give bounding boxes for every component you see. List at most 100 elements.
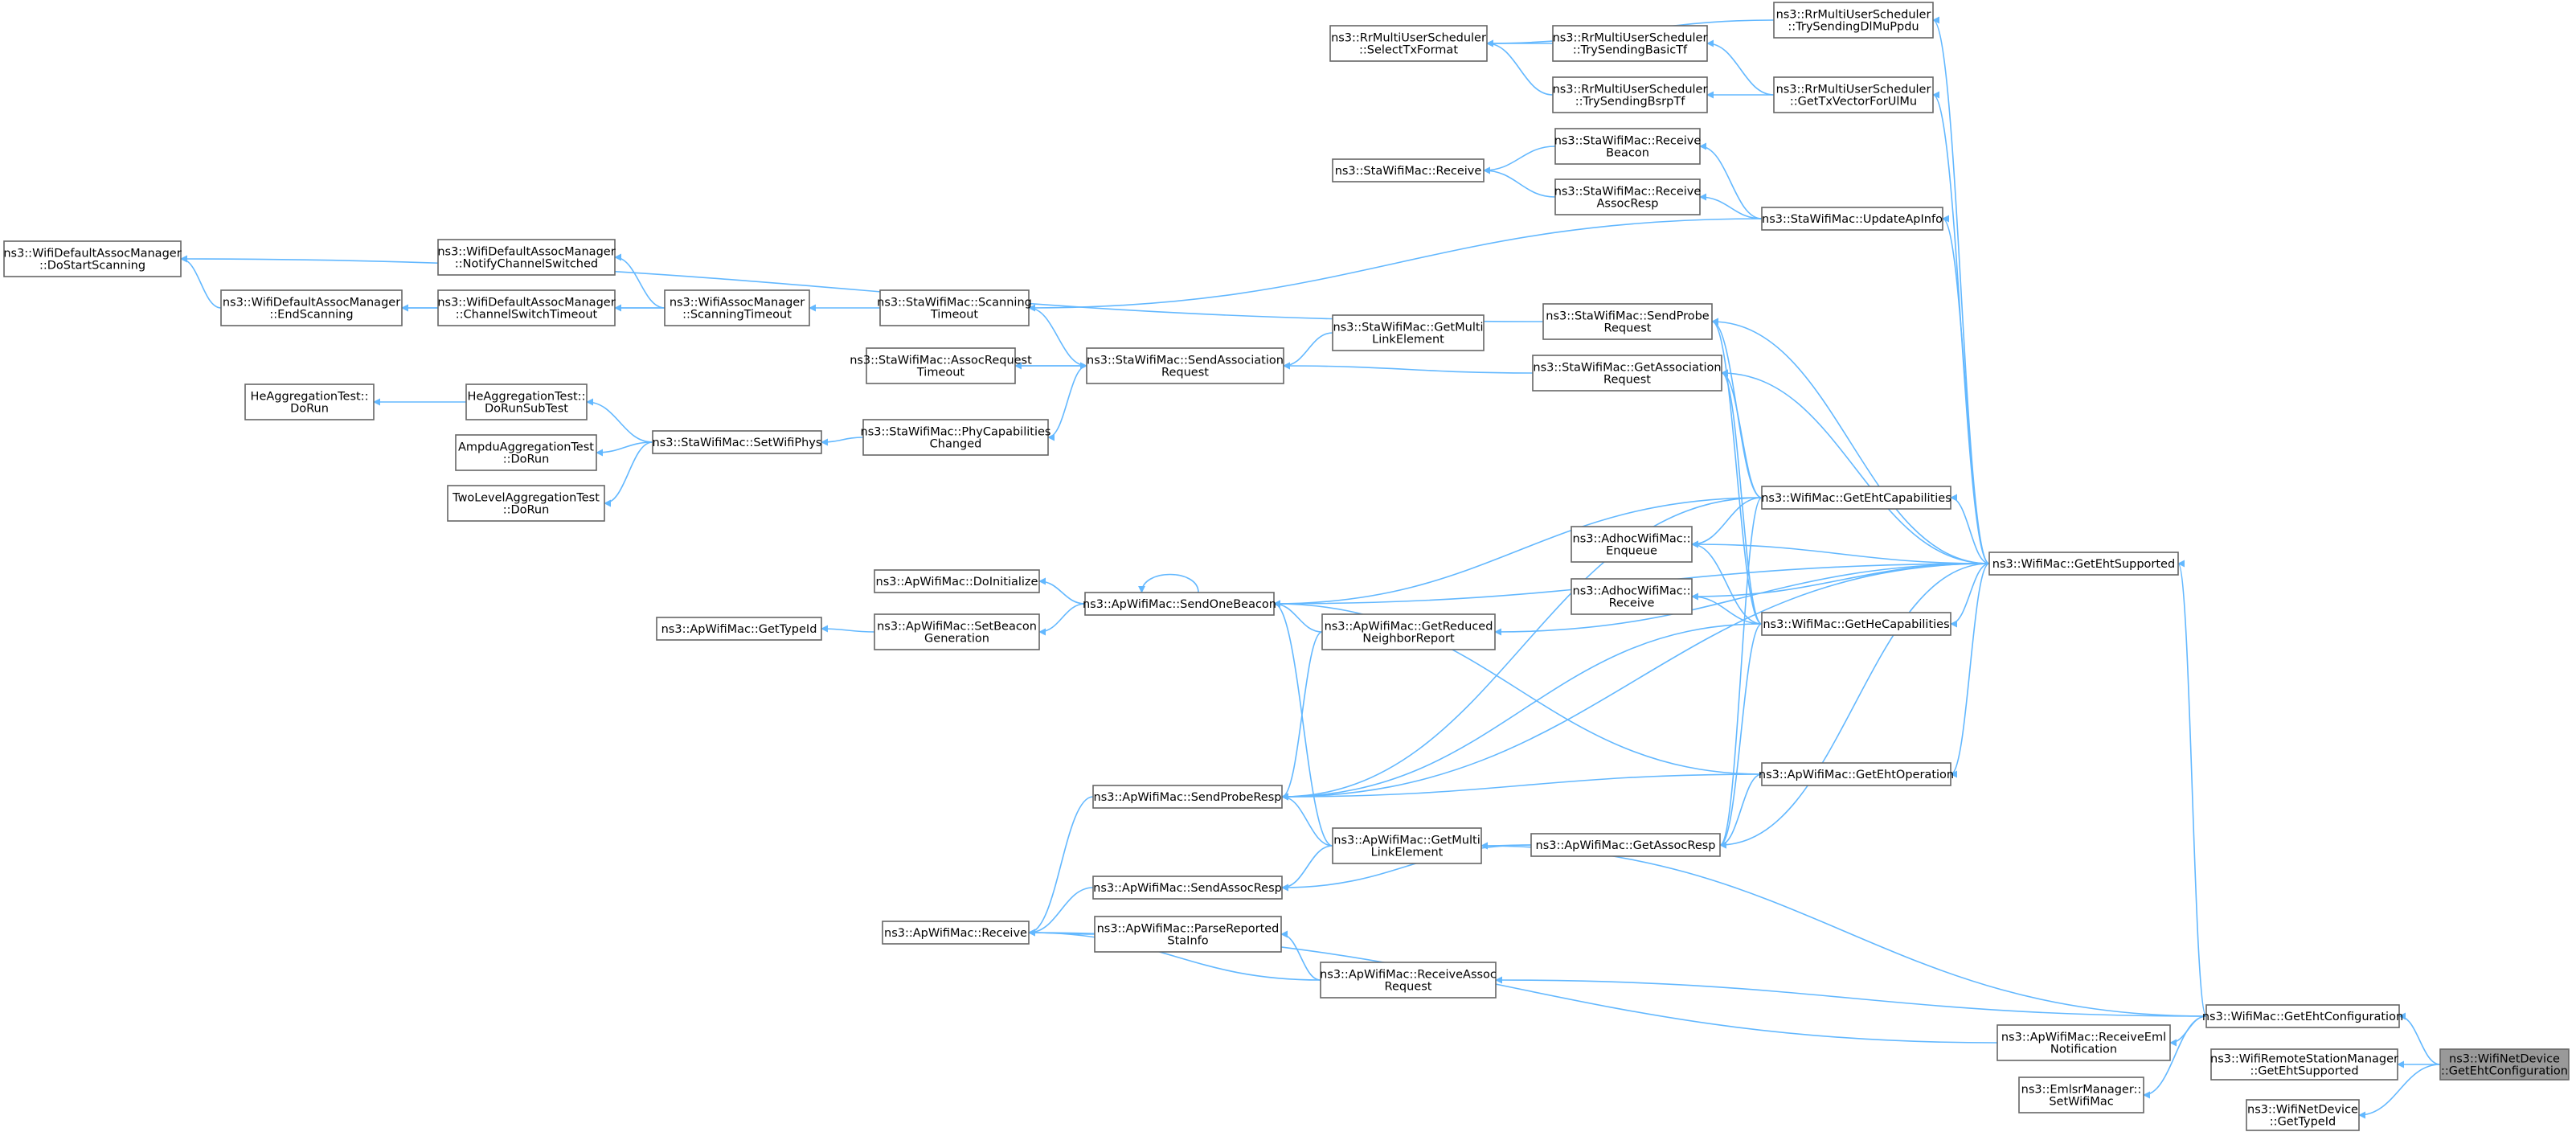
graph-node[interactable]: ns3::WifiDefaultAssocManager::NotifyChan… (437, 239, 616, 276)
graph-node[interactable]: ns3::ApWifiMac::DoInitialize (874, 569, 1040, 593)
node-box (220, 289, 403, 326)
node-label-line: ns3::ApWifiMac::ParseReported (1097, 923, 1280, 936)
edge-n34-to-n33 (1691, 540, 1763, 625)
edge-n46-to-n45 (1028, 887, 1094, 937)
node-box (1552, 25, 1708, 62)
edge-n39-to-n38 (821, 625, 875, 633)
node-box (656, 617, 822, 641)
graph-node[interactable]: ns3::AdhocWifiMac::Receive (1571, 578, 1693, 615)
node-label-line: ns3::WifiMac::GetEhtCapabilities (1761, 492, 1951, 505)
graph-node[interactable]: ns3::WifiAssocManager::ScanningTimeout (664, 289, 810, 326)
node-box (1761, 762, 1951, 786)
node-label-line: ns3::RrMultiUserScheduler (1776, 9, 1931, 22)
node-box (1988, 552, 2179, 576)
graph-node[interactable]: ns3::EmlsrManager::SetWifiMac (2018, 1077, 2144, 1113)
graph-node[interactable]: ns3::StaWifiMac::UpdateApInfo (1761, 207, 1943, 231)
node-box (1552, 76, 1708, 113)
node-label-line: AmpduAggregationTest (458, 441, 594, 454)
graph-node[interactable]: ns3::RrMultiUserScheduler::TrySendingBsr… (1552, 76, 1708, 113)
graph-node[interactable]: ns3::RrMultiUserScheduler::SelectTxForma… (1329, 25, 1488, 62)
node-label-line: ns3::StaWifiMac::Receive (1335, 165, 1482, 178)
edge-n34-to-n32 (1691, 497, 1763, 548)
graph-node[interactable]: HeAggregationTest::DoRun (244, 383, 375, 420)
graph-root-node[interactable]: ns3::WifiNetDevice::GetEhtConfiguration (2439, 1048, 2570, 1081)
graph-node[interactable]: ns3::WifiDefaultAssocManager::EndScannin… (220, 289, 403, 326)
graph-node[interactable]: ns3::ApWifiMac::GetEhtOperation (1759, 762, 1954, 786)
edge-n43-to-n32 (1281, 497, 1763, 801)
graph-node[interactable]: ns3::WifiMac::GetEhtCapabilities (1761, 486, 1951, 510)
node-label-line: ns3::StaWifiMac::SetWifiPhys (653, 437, 822, 449)
graph-node[interactable]: ns3::WifiRemoteStationManager::GetEhtSup… (2210, 1048, 2398, 1081)
graph-node[interactable]: ns3::WifiMac::GetHeCapabilities (1761, 612, 1951, 636)
node-label-line: ns3::ApWifiMac::GetEhtOperation (1759, 769, 1954, 781)
edge-n43-to-n5 (1281, 563, 1990, 801)
graph-node[interactable]: ns3::WifiMac::GetEhtSupported (1988, 552, 2179, 576)
graph-node[interactable]: HeAggregationTest::DoRunSubTest (465, 383, 588, 420)
graph-node[interactable]: ns3::ApWifiMac::GetAssocResp (1530, 833, 1721, 857)
node-label-line: Request (1161, 367, 1209, 379)
graph-node[interactable]: ns3::ApWifiMac::SendOneBeacon (1083, 592, 1276, 616)
graph-node[interactable]: ns3::StaWifiMac::SetWifiPhys (652, 430, 822, 454)
graph-node[interactable]: ns3::WifiDefaultAssocManager::DoStartSca… (3, 240, 182, 277)
node-label-line: ns3::WifiDefaultAssocManager (437, 297, 615, 310)
node-box (874, 613, 1040, 650)
node-box (1554, 128, 1701, 165)
edge-n46-to-n43 (1028, 796, 1094, 937)
graph-node[interactable]: ns3::WifiDefaultAssocManager::ChannelSwi… (437, 289, 616, 326)
graph-node[interactable]: ns3::RrMultiUserScheduler::TrySendingDlM… (1773, 2, 1934, 39)
graph-node[interactable]: ns3::ApWifiMac::Receive (882, 921, 1030, 945)
node-label-line: ns3::WifiMac::GetEhtConfiguration (2202, 1011, 2403, 1023)
edge-n36-to-n40 (1273, 600, 1323, 633)
node-label-line: ::GetTypeId (2270, 1116, 2336, 1129)
graph-node[interactable]: ns3::ApWifiMac::GetTypeId (656, 617, 822, 641)
graph-node[interactable]: ns3::WifiMac::GetEhtConfiguration (2202, 1004, 2403, 1028)
node-label-line: ns3::StaWifiMac::GetMulti (1333, 322, 1483, 334)
edge-n12-to-n11 (1699, 142, 1763, 219)
node-label-line: ns3::ApWifiMac::ReceiveAssoc (1320, 969, 1497, 982)
graph-node[interactable]: ns3::WifiNetDevice::GetTypeId (2246, 1099, 2360, 1131)
graph-node[interactable]: TwoLevelAggregationTest::DoRun (447, 485, 605, 522)
node-box (1092, 876, 1283, 900)
node-box (455, 434, 597, 471)
graph-node[interactable]: ns3::StaWifiMac::ScanningTimeout (877, 289, 1032, 326)
node-label-line: LinkElement (1371, 847, 1444, 859)
edge-n24-to-n22 (1283, 362, 1534, 374)
node-box (1773, 2, 1934, 39)
graph-node[interactable]: AmpduAggregationTest::DoRun (455, 434, 597, 471)
node-label-line: ::DoRun (503, 504, 550, 517)
graph-node[interactable]: ns3::AdhocWifiMac::Enqueue (1571, 526, 1693, 563)
node-box (1554, 178, 1701, 215)
node-box (2439, 1048, 2570, 1081)
graph-node[interactable]: ns3::StaWifiMac::Receive (1332, 158, 1485, 182)
node-label-line: ns3::WifiAssocManager (670, 297, 805, 310)
node-box (1571, 578, 1693, 615)
node-box (1761, 486, 1951, 510)
edge-n45-to-n42 (1281, 844, 1532, 892)
edge-n36-to-n41 (1273, 600, 1763, 775)
edge-n32-to-n5 (1950, 494, 1990, 564)
graph-node[interactable]: ns3::RrMultiUserScheduler::GetTxVectorFo… (1773, 76, 1934, 113)
graph-node[interactable]: ns3::ApWifiMac::SendProbeResp (1092, 785, 1283, 809)
edge-n22-to-n5 (1721, 369, 1990, 564)
node-label-line: ::SelectTxFormat (1359, 44, 1458, 57)
graph-node[interactable]: ns3::RrMultiUserScheduler::TrySendingBas… (1552, 25, 1708, 62)
node-box (1320, 962, 1497, 999)
node-box (2018, 1077, 2144, 1113)
graph-node[interactable]: ns3::ApWifiMac::SendAssocResp (1092, 876, 1283, 900)
node-label-line: ns3::WifiNetDevice (2449, 1053, 2560, 1066)
edge-n43-to-n41 (1281, 773, 1763, 801)
